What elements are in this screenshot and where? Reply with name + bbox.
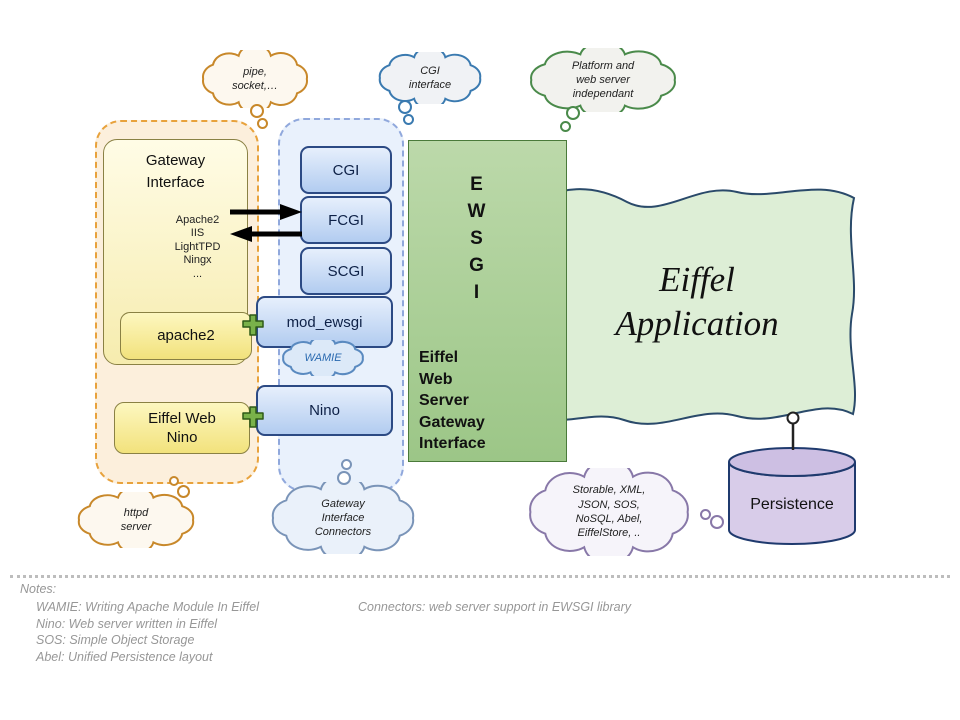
bubble-dot [403,114,414,125]
connector-pin-icon [786,411,800,450]
ewsgi-interface-rect: E W S G I Eiffel Web Server Gateway Inte… [408,140,567,462]
cloud-storage-options: Storable, XML, JSON, SOS, NoSQL, Abel, E… [518,468,700,556]
plugin-connector-icon [242,406,264,428]
mod-ewsgi-connector-box: mod_ewsgi [256,296,393,348]
persistence-label: Persistence [750,496,834,513]
persistence-cylinder [728,447,856,545]
cloud-platform-independent-label: Platform and web server independant [571,59,635,101]
scgi-connector-box: SCGI [300,247,392,295]
data-flow-arrows-icon [230,204,302,242]
eiffel-web-nino-box: Eiffel Web Nino [114,402,250,454]
cloud-wamie-label: WAMIE [304,351,342,364]
notes-definitions: WAMIE: Writing Apache Module In Eiffel N… [36,600,260,664]
cloud-gateway-connectors-label: Gateway Interface Connectors [314,497,372,539]
notes-connectors: Connectors: web server support in EWSGI … [358,600,632,614]
notes-heading: Notes: [20,582,57,596]
nino-connector-box: Nino [256,385,393,436]
bubble-dot [710,515,724,529]
bubble-dot [566,106,580,120]
plugin-connector-icon [242,314,264,336]
cloud-pipe-socket: pipe, socket,… [195,50,315,108]
cloud-httpd-server: httpd server [70,492,202,548]
bubble-dot [337,471,351,485]
cloud-pipe-socket-label: pipe, socket,… [232,65,278,92]
bubble-dot [169,476,179,486]
cloud-httpd-server-label: httpd server [120,506,152,533]
eiffel-application-label: Eiffel Application [615,260,779,343]
bubble-dot [560,121,571,132]
cloud-wamie: WAMIE [277,340,369,376]
ewsgi-full-name: Eiffel Web Server Gateway Interface [419,349,486,452]
web-server-list: Apache2 IIS LightTPD Ningx ... [174,213,221,280]
bubble-dot [398,100,412,114]
bubble-dot [177,485,190,498]
gateway-interface-title: Gateway Interface [145,152,206,191]
bubble-dot [250,104,264,118]
cloud-gateway-connectors: Gateway Interface Connectors [262,482,424,554]
apache2-box: apache2 [120,312,252,360]
cloud-cgi-interface-label: CGI interface [408,64,452,91]
cloud-cgi-interface: CGI interface [372,52,488,104]
ewsgi-acronym: E W S G I [467,174,486,303]
bubble-dot [341,459,352,470]
cloud-platform-independent: Platform and web server independant [520,48,686,112]
fcgi-connector-box: FCGI [300,196,392,244]
bubble-dot [700,509,711,520]
cgi-connector-box: CGI [300,146,392,194]
cloud-storage-options-label: Storable, XML, JSON, SOS, NoSQL, Abel, E… [572,484,646,540]
bubble-dot [257,118,268,129]
dotted-separator [10,575,950,578]
